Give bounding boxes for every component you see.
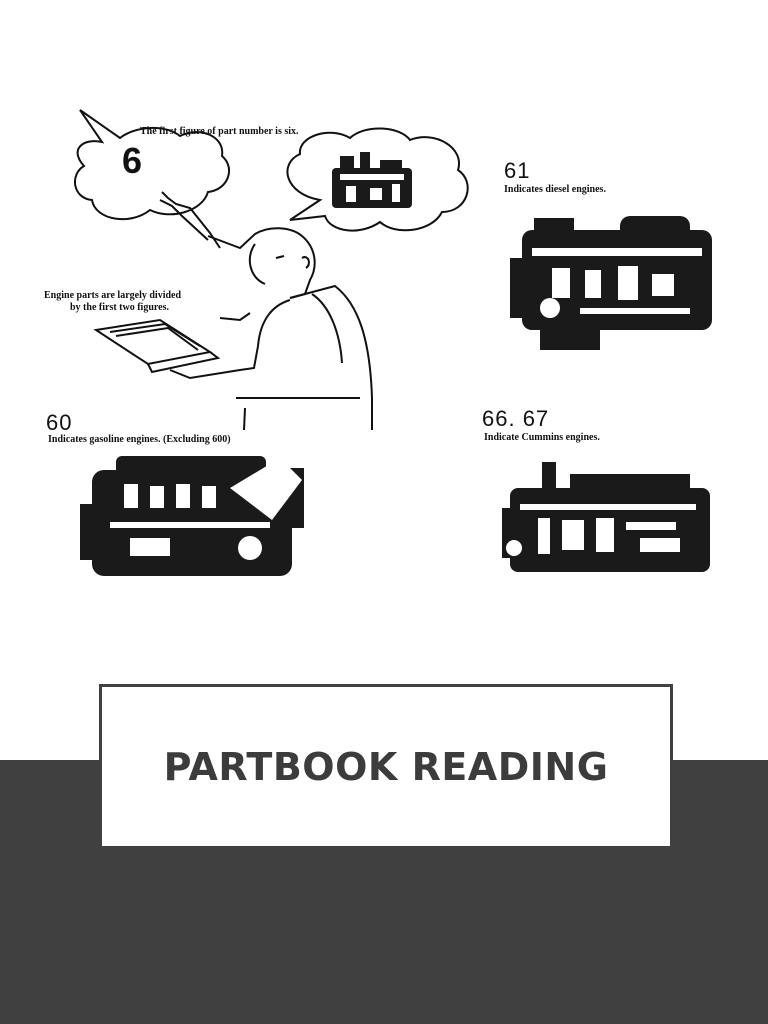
desc-66-67: Indicate Cummins engines. (484, 432, 600, 443)
page-title: PARTBOOK READING (163, 744, 609, 789)
code-66-67: 66. 67 (482, 406, 550, 431)
partbook-illustration: The first figure of part number is six. … (40, 108, 730, 586)
man-reading-figure (159, 191, 373, 431)
engine-sketch-bubble (332, 152, 412, 208)
code-60: 60 (46, 410, 73, 435)
caption-engine-parts-line2: by the first two figures. (70, 302, 169, 313)
caption-first-figure: The first figure of part number is six. (140, 126, 299, 137)
caption-engine-parts-line1: Engine parts are largely divided (44, 290, 182, 301)
desc-61: Indicates diesel engines. (504, 184, 606, 195)
desc-60: Indicates gasoline engines. (Excluding 6… (48, 434, 231, 445)
cummins-engine-sketch (502, 462, 710, 572)
thought-bubble-left (74, 109, 230, 221)
code-61: 61 (504, 158, 531, 183)
gasoline-engine-sketch (80, 456, 304, 576)
illustration-drawing (74, 109, 712, 576)
digit-six: 6 (122, 140, 143, 181)
title-box: PARTBOOK READING (99, 684, 673, 849)
open-book (93, 318, 221, 374)
diesel-engine-sketch (510, 216, 712, 350)
thought-bubble-right (286, 127, 469, 232)
